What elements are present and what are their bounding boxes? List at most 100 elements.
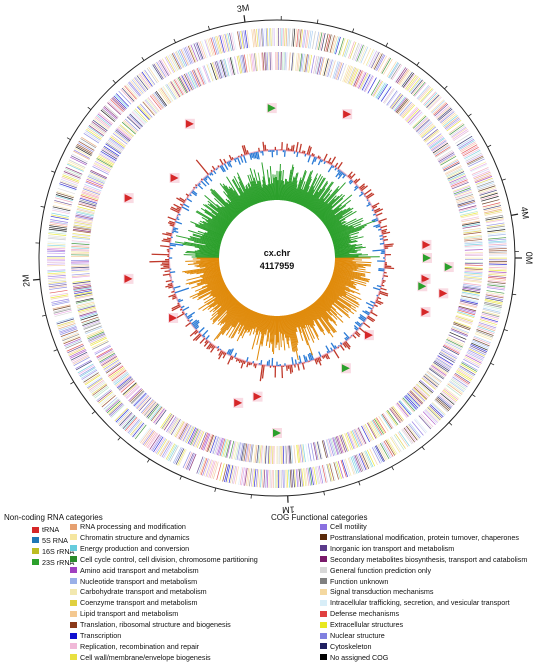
gc-content-bar <box>291 357 294 365</box>
gc-content-bar <box>323 153 328 161</box>
gc-content-bar <box>171 290 175 293</box>
cds-reverse-gene <box>435 147 452 158</box>
cds-forward-gene <box>486 290 505 294</box>
gc-skew-bar <box>304 308 314 326</box>
cds-forward-gene <box>304 468 308 487</box>
cds-forward-gene <box>92 119 108 132</box>
cds-reverse-gene <box>161 413 173 429</box>
cds-reverse-gene <box>234 56 239 75</box>
gc-skew-bar <box>200 207 229 227</box>
cds-forward-gene <box>101 395 116 408</box>
cds-reverse-gene <box>374 418 384 435</box>
cds-forward-gene <box>210 37 217 56</box>
cds-reverse-gene <box>323 58 329 77</box>
gc-content-bar <box>160 245 170 248</box>
gc-content-bar <box>303 150 306 154</box>
gc-skew-bar <box>224 206 236 218</box>
legend-swatch <box>70 567 77 574</box>
gc-skew-bar <box>271 315 274 345</box>
cds-reverse-gene <box>237 442 242 461</box>
gc-skew-bar <box>325 288 357 309</box>
cds-forward-gene <box>105 399 120 412</box>
gc-skew-bar <box>206 280 224 288</box>
cds-forward-gene <box>401 71 413 87</box>
cds-forward-gene <box>66 343 84 352</box>
cds-forward-gene <box>266 469 269 488</box>
cds-reverse-gene <box>461 291 480 296</box>
gc-content-bar <box>317 357 322 366</box>
cds-forward-gene <box>265 28 268 47</box>
cds-forward-gene <box>323 464 328 483</box>
cds-forward-gene <box>232 32 237 51</box>
cds-reverse-gene <box>370 79 381 96</box>
gc-skew-bar <box>201 216 227 231</box>
cds-forward-gene <box>69 349 86 358</box>
cds-forward-gene <box>167 55 177 72</box>
cds-reverse-gene <box>307 443 312 462</box>
cds-forward-gene <box>479 189 497 196</box>
cds-reverse-gene <box>108 138 124 150</box>
cds-forward-gene <box>52 305 71 311</box>
gc-content-bar <box>376 284 382 288</box>
cds-forward-gene <box>57 321 75 328</box>
legend-swatch <box>70 578 77 584</box>
gc-skew-bar <box>231 305 246 326</box>
legend-label: Coenzyme transport and metabolism <box>80 598 198 608</box>
scale-tick <box>421 446 425 451</box>
gc-skew-bar <box>334 267 353 272</box>
gc-content-bar <box>189 193 192 197</box>
cds-forward-gene <box>485 294 504 299</box>
gc-skew-bar <box>286 314 295 353</box>
cds-reverse-gene <box>72 233 91 236</box>
gc-content-bar <box>363 189 372 196</box>
gc-skew-bar <box>267 184 271 201</box>
cds-forward-gene <box>53 201 72 207</box>
cds-reverse-gene <box>429 137 445 149</box>
gc-content-bar <box>371 209 374 212</box>
gc-skew-bar <box>287 314 296 352</box>
gc-skew-bar <box>199 270 221 277</box>
gc-content-bar <box>362 310 370 316</box>
cds-forward-gene <box>64 168 82 176</box>
cds-reverse-gene <box>298 444 302 463</box>
gc-skew-bar <box>250 181 259 204</box>
gc-skew-bar <box>318 193 343 218</box>
gc-skew-bar <box>182 243 220 251</box>
cds-forward-gene <box>51 298 70 303</box>
cds-forward-gene <box>302 29 305 48</box>
cds-forward-gene <box>476 180 494 188</box>
cds-reverse-gene <box>211 436 218 454</box>
gc-content-bar <box>306 145 311 155</box>
cds-reverse-gene <box>404 395 417 410</box>
gc-skew-bar <box>185 251 220 255</box>
cds-forward-gene <box>83 133 100 144</box>
gc-content-bar <box>216 345 220 349</box>
cds-forward-gene <box>387 438 398 455</box>
legend-label: Energy production and conversion <box>80 543 190 553</box>
legend-label: Lipid transport and metabolism <box>80 609 179 619</box>
cds-reverse-gene <box>89 336 107 345</box>
gc-skew-bar <box>207 231 223 238</box>
cds-reverse-gene <box>464 264 483 266</box>
gc-skew-bar <box>280 315 283 334</box>
gc-skew-bar <box>182 265 220 273</box>
cds-forward-gene <box>378 443 388 460</box>
cds-forward-gene <box>58 184 77 192</box>
gc-skew-bar <box>205 244 221 249</box>
gc-skew-bar <box>207 232 223 239</box>
gc-skew-bar <box>271 183 274 201</box>
gc-content-bar <box>176 197 185 204</box>
cds-reverse-gene <box>110 368 126 380</box>
cds-forward-gene <box>477 326 495 333</box>
gc-content-bar <box>295 142 299 152</box>
cds-forward-gene <box>184 46 193 64</box>
cds-reverse-gene <box>457 201 476 207</box>
cds-reverse-gene <box>464 268 483 271</box>
gc-skew-bar <box>175 235 221 246</box>
cds-reverse-gene <box>177 422 187 439</box>
gc-content-bar <box>355 330 361 336</box>
cds-reverse-gene <box>409 390 424 404</box>
gc-content-bar <box>332 165 335 169</box>
legend-label: Cell cycle control, cell division, chrom… <box>80 554 258 564</box>
gc-content-bar <box>379 238 384 240</box>
